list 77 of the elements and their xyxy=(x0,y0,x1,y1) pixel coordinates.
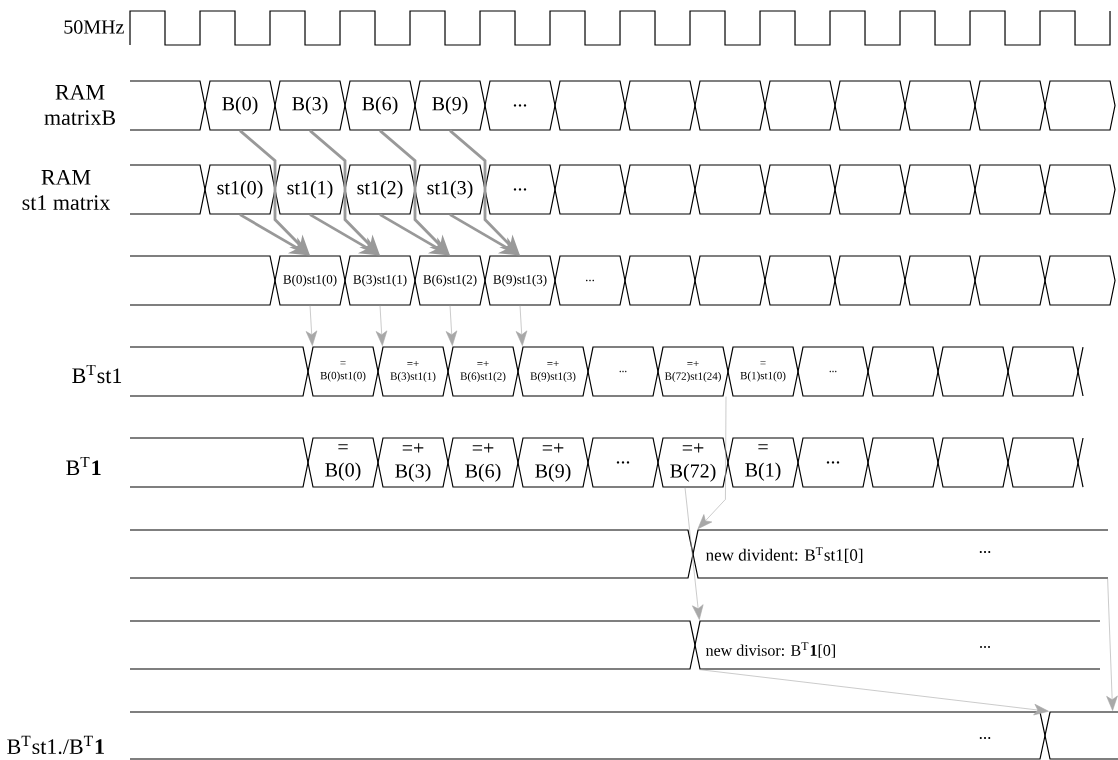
bus-cell: =+ B(9)st1(3) xyxy=(517,346,589,397)
bus-cell xyxy=(1044,255,1116,306)
arrow xyxy=(375,305,388,346)
bus-cell xyxy=(937,346,1009,397)
bus-cell xyxy=(937,437,1009,488)
signal-label: RAM matrixB xyxy=(44,85,115,126)
signal-label: B$^{T}$1 xyxy=(66,456,101,476)
bus-cell: st1(2) xyxy=(344,164,416,215)
bus-cell xyxy=(1007,437,1079,488)
bus-cell: ... xyxy=(797,437,869,488)
bus-cell xyxy=(624,80,696,131)
bus-cell xyxy=(904,164,976,215)
bus-cell: = B(1)st1(0) xyxy=(727,346,799,397)
bus-segment: new divident: B$^{T}$st1[0] ... xyxy=(692,529,1109,579)
bus-cell xyxy=(554,164,626,215)
bus-cell: =+ B(3)st1(1) xyxy=(377,346,449,397)
bus-cell: ... xyxy=(587,346,659,397)
bus-cell: st1(1) xyxy=(274,164,346,215)
bus-cell: B(0) xyxy=(204,80,276,131)
bus-cell xyxy=(1044,80,1116,131)
bus-cell: =+ B(6) xyxy=(447,437,519,488)
bus-cell xyxy=(694,164,766,215)
arrow xyxy=(305,305,318,346)
bus-cell: =+ B(6)st1(2) xyxy=(447,346,519,397)
bus-segment xyxy=(1044,711,1118,760)
bus-cell xyxy=(974,164,1046,215)
signal-label: B$^{T}$st1 xyxy=(72,364,122,384)
bus-cell xyxy=(834,164,906,215)
bus-cell xyxy=(764,255,836,306)
arrow xyxy=(699,669,1049,716)
bus-cell xyxy=(974,255,1046,306)
bus-cell: B(9) xyxy=(414,80,486,131)
arrow xyxy=(1106,578,1118,711)
bus-cell: =+ B(3) xyxy=(377,437,449,488)
bus-segment: new divisor: B$^{T}$1[0] ... xyxy=(694,620,1101,670)
bus-cell: B(3)st1(1) xyxy=(344,255,416,306)
bus-cell xyxy=(974,80,1046,131)
bus-cell: ... xyxy=(554,255,626,306)
signal-label: B$^{T}$st1./B$^{T}$1 xyxy=(7,735,104,755)
bus-cell: ... xyxy=(797,346,869,397)
bus-cell: st1(3) xyxy=(414,164,486,215)
bus-cell: st1(0) xyxy=(204,164,276,215)
arrow xyxy=(684,487,704,620)
bus-cell xyxy=(694,80,766,131)
arrow xyxy=(445,305,458,346)
bus-cell: B(6)st1(2) xyxy=(414,255,486,306)
arrow xyxy=(515,305,528,346)
bus-cell: B(0)st1(0) xyxy=(274,255,346,306)
bus-cell xyxy=(624,255,696,306)
bus-cell: =+ B(9) xyxy=(517,437,589,488)
bus-cell: = B(1) xyxy=(727,437,799,488)
bus-cell xyxy=(624,164,696,215)
signal-label: 50MHz xyxy=(64,20,124,34)
bus-cell: ... xyxy=(587,437,659,488)
bus-cell: B(3) xyxy=(274,80,346,131)
bus-cell: =+ B(72)st1(24) xyxy=(657,346,729,397)
bus-cell xyxy=(1044,164,1116,215)
bus-cell xyxy=(904,255,976,306)
bus-cell xyxy=(834,80,906,131)
bus-cell xyxy=(904,80,976,131)
bus-cell xyxy=(834,255,906,306)
bus-cell xyxy=(867,437,939,488)
bus-cell xyxy=(764,164,836,215)
signal-label: RAM st1 matrix xyxy=(22,170,111,211)
bus-cell: ... xyxy=(484,164,556,215)
bus-cell: B(6) xyxy=(344,80,416,131)
bus-cell xyxy=(554,80,626,131)
ellipsis: ... xyxy=(979,737,991,740)
bus-cell: ... xyxy=(484,80,556,131)
bus-cell xyxy=(1007,346,1079,397)
bus-cell: =+ B(72) xyxy=(657,437,729,488)
bus-cell: = B(0) xyxy=(307,437,379,488)
bus-cell xyxy=(694,255,766,306)
bus-cell: B(9)st1(3) xyxy=(484,255,556,306)
bus-cell xyxy=(764,80,836,131)
bus-cell: = B(0)st1(0) xyxy=(307,346,379,397)
bus-cell xyxy=(867,346,939,397)
